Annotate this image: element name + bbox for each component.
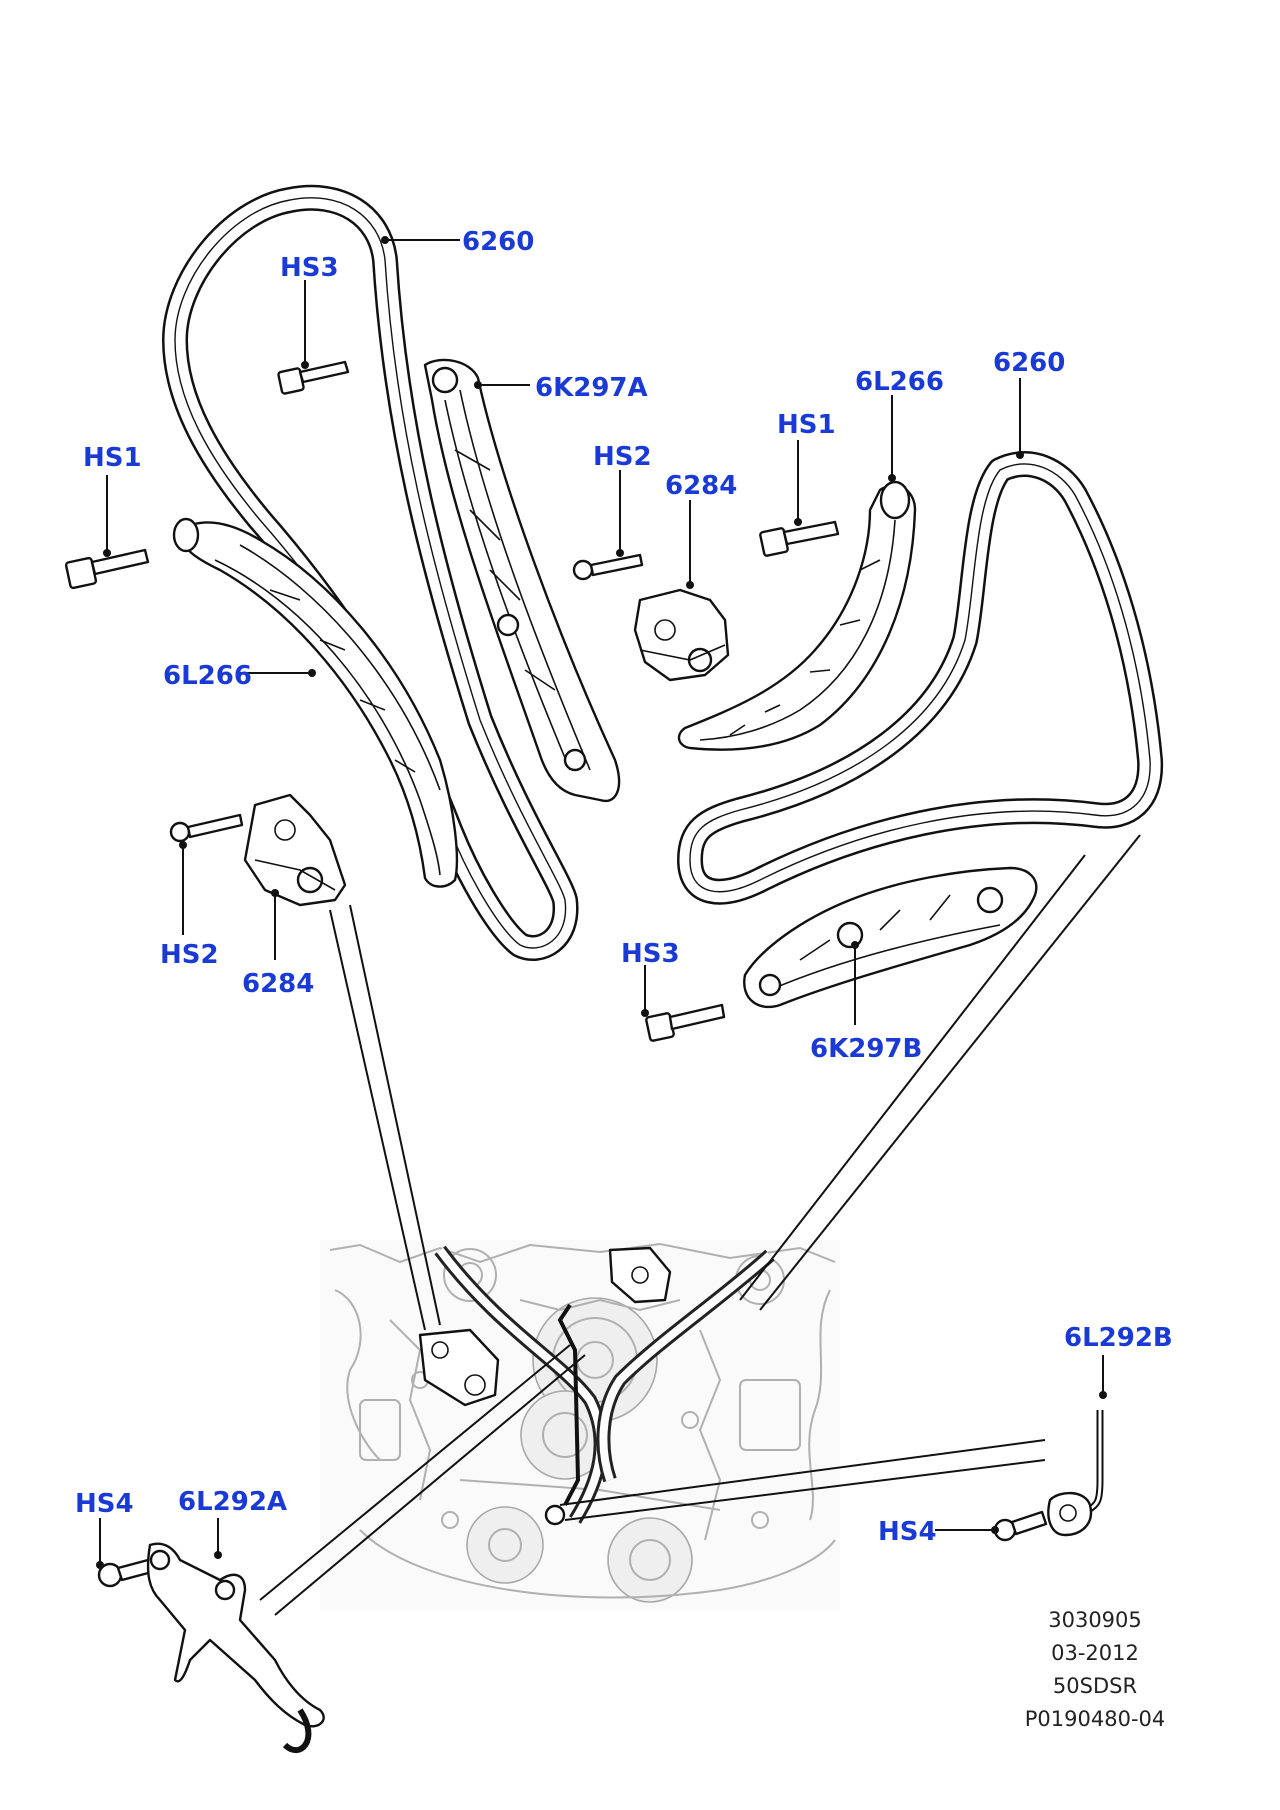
label-tensioner-left: 6284 xyxy=(242,969,314,999)
label-guide-6l266-right: 6L266 xyxy=(855,367,944,397)
tensioner-6284-left xyxy=(243,793,347,907)
bolt-hs1-right xyxy=(759,520,840,557)
callout-labels: 6260 HS3 6K297A HS1 6L266 HS2 6284 HS2 6… xyxy=(75,227,1173,1547)
right-timing-chain-6260 xyxy=(677,451,1164,905)
label-hs4-left: HS4 xyxy=(75,1489,134,1519)
reference-line-2: 03-2012 xyxy=(1051,1641,1139,1665)
bolts xyxy=(64,360,1048,1588)
chain-guide-6l266-left xyxy=(172,517,459,888)
reference-line-3: 50SDSR xyxy=(1053,1674,1137,1698)
label-chain-upper: 6260 xyxy=(462,227,534,257)
upper-timing-chain-6260 xyxy=(162,184,579,961)
label-hs3-top: HS3 xyxy=(280,253,339,283)
label-hs2-left: HS2 xyxy=(160,940,219,970)
label-hs1-right: HS1 xyxy=(777,410,836,440)
chain-guide-6k297a xyxy=(423,358,621,803)
bolt-hs3-right xyxy=(645,1003,726,1042)
bolt-hs3-top xyxy=(277,360,350,395)
chain-guide-6k297b xyxy=(743,866,1038,1009)
label-guide-6k297b: 6K297B xyxy=(810,1034,922,1064)
label-tensioner-mid: 6284 xyxy=(665,471,737,501)
bolt-hs4-left xyxy=(97,1558,154,1588)
engine-block-illustration xyxy=(320,1240,840,1610)
bolt-hs4-right xyxy=(993,1510,1048,1542)
leader-lines xyxy=(96,236,1107,1569)
bolt-hs2-left xyxy=(169,813,244,843)
reference-line-4: P0190480-04 xyxy=(1025,1707,1166,1731)
label-guide-6k297a: 6K297A xyxy=(535,373,648,403)
bolt-hs1-left xyxy=(64,548,150,590)
label-guide-6l266-left: 6L266 xyxy=(163,661,252,691)
reference-codes: 3030905 03-2012 50SDSR P0190480-04 xyxy=(1025,1608,1166,1731)
label-hs3-right: HS3 xyxy=(621,939,680,969)
bracket-6l292b xyxy=(1047,1410,1104,1537)
tensioner-6284-middle xyxy=(633,588,730,682)
reference-line-1: 3030905 xyxy=(1048,1608,1142,1632)
label-bracket-6l292b: 6L292B xyxy=(1064,1323,1173,1353)
chain-guide-6l266-right xyxy=(677,480,917,751)
label-chain-right: 6260 xyxy=(993,348,1065,378)
projection-lines xyxy=(259,834,1141,1616)
label-bracket-6l292a: 6L292A xyxy=(178,1487,287,1517)
label-hs4-right: HS4 xyxy=(878,1517,937,1547)
bracket-6l292a xyxy=(146,1542,325,1753)
label-hs1-left: HS1 xyxy=(83,443,142,473)
bolt-hs2-mid xyxy=(572,553,644,581)
label-hs2-mid: HS2 xyxy=(593,442,652,472)
